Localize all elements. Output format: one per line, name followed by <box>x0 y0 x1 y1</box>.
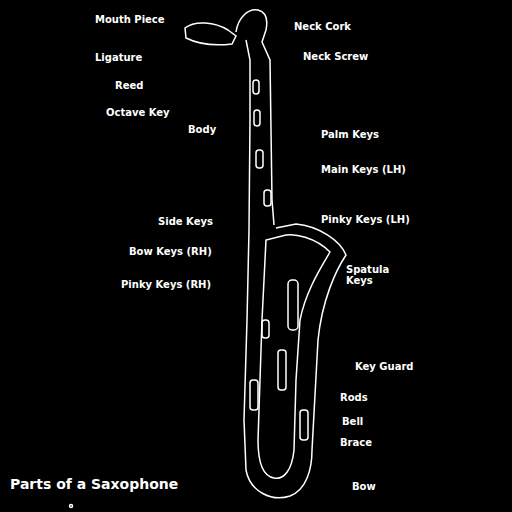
part-label: Body <box>188 124 216 135</box>
part-label: Bell <box>342 416 363 427</box>
key <box>300 410 308 440</box>
part-label: Bow <box>352 481 376 492</box>
part-label: Mouth Piece <box>95 14 165 25</box>
key-guard <box>288 280 298 330</box>
part-label: Rods <box>340 392 368 403</box>
key <box>250 380 258 410</box>
part-label: Neck Cork <box>294 21 351 32</box>
part-label: Pinky Keys (LH) <box>321 214 410 225</box>
key <box>254 110 260 126</box>
part-label: Pinky Keys (RH) <box>121 279 211 290</box>
key <box>262 320 269 338</box>
part-label: Spatula Keys <box>346 264 416 286</box>
title: Parts of a Saxophone <box>10 476 178 492</box>
part-label: Bow Keys (RH) <box>129 246 212 257</box>
part-label: Brace <box>340 437 372 448</box>
part-label: Side Keys <box>158 216 213 227</box>
key <box>253 80 259 94</box>
part-label: Palm Keys <box>321 129 379 140</box>
part-label: Key Guard <box>355 361 414 372</box>
part-label: Neck Screw <box>303 51 368 62</box>
part-label: Reed <box>115 80 143 91</box>
body-outline <box>244 40 346 498</box>
part-label: Main Keys (LH) <box>321 164 406 175</box>
key <box>278 350 286 390</box>
part-label: Octave Key <box>106 107 170 118</box>
key <box>264 190 271 206</box>
inner-body <box>258 235 330 478</box>
mouthpiece <box>185 23 236 45</box>
part-label: Ligature <box>95 52 142 63</box>
dot <box>70 505 73 508</box>
neck <box>236 10 274 225</box>
key <box>256 150 263 168</box>
